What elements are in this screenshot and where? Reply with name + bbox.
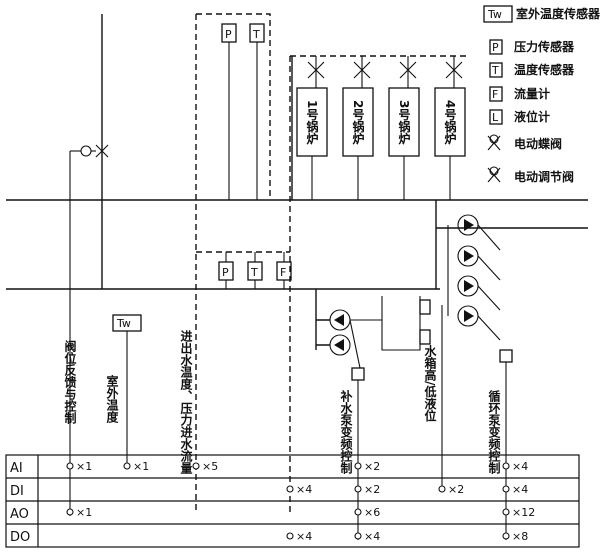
do-boiler-count: ×4 xyxy=(296,530,312,543)
ai-inlet-count: ×5 xyxy=(202,460,218,473)
circulation-vfd-box xyxy=(499,349,513,363)
legend-t-label: 温度传感器 xyxy=(514,62,575,77)
flow-meter-label: F xyxy=(280,266,286,279)
ai-valve-count: ×1 xyxy=(76,460,92,473)
pressure-sensor-label: P xyxy=(225,28,232,41)
makeup-pump-2 xyxy=(329,334,351,356)
legend-p-symbol: P xyxy=(492,41,499,54)
do-circ-count: ×8 xyxy=(512,530,528,543)
outdoor-temp-label: 室外温度 xyxy=(105,374,119,424)
circulation-pump-manifold xyxy=(435,200,588,289)
makeup-pump-1 xyxy=(329,309,351,331)
return-pressure-label: P xyxy=(222,266,229,279)
tank-level-label: 水箱高/低液位 xyxy=(423,344,437,422)
boiler-1 xyxy=(296,56,328,200)
return-pressure-box xyxy=(218,261,234,281)
sensor-control-loop xyxy=(195,13,271,510)
boiler-2-label: 2号锅炉 xyxy=(351,100,365,145)
butterfly-valve-icon xyxy=(487,134,501,151)
makeup-vfd-box xyxy=(351,367,365,381)
boiler-control-boundary xyxy=(289,55,470,516)
makeup-pump-bus xyxy=(349,319,361,369)
io-table xyxy=(5,454,580,548)
di-tank-count: ×2 xyxy=(448,483,464,496)
return-temperature-label: T xyxy=(250,266,258,279)
ai-outdoor-count: ×1 xyxy=(133,460,149,473)
ao-circ-count: ×12 xyxy=(512,506,535,519)
legend-l-symbol: L xyxy=(492,111,499,124)
outdoor-temp-symbol: Tw xyxy=(116,317,131,330)
io-dots xyxy=(66,462,510,540)
legend: Tw 室外温度传感器 P 压力传感器 T 温度传感器 F 流量计 L 液位计 电… xyxy=(483,5,600,184)
legend-p-label: 压力传感器 xyxy=(514,39,575,54)
temperature-sensor-box xyxy=(249,23,265,43)
legend-tw-symbol: Tw xyxy=(487,8,502,21)
makeup-pipe xyxy=(315,289,330,350)
tank-level-low xyxy=(419,329,431,345)
row-do: DO xyxy=(10,530,30,545)
do-makeup-count: ×4 xyxy=(364,530,380,543)
legend-tw-label: 室外温度传感器 xyxy=(516,6,600,21)
circulation-pump-1 xyxy=(457,214,501,251)
row-di: DI xyxy=(10,484,24,499)
circulation-pump-2 xyxy=(457,245,501,281)
boiler-4-label: 4号锅炉 xyxy=(443,100,457,145)
circulation-pump-3 xyxy=(457,275,501,311)
boiler-1-label: 1号锅炉 xyxy=(305,100,319,145)
valve-feedback-label: 阀位反馈与控制 xyxy=(63,340,77,425)
legend-t-icon xyxy=(489,62,503,78)
legend-l-icon xyxy=(489,109,503,125)
ai-makeup-count: ×2 xyxy=(364,460,380,473)
inlet-params-label: 进出水温度、压力进水流量 xyxy=(179,329,193,474)
ai-circ-count: ×4 xyxy=(512,460,528,473)
circulation-vfd-label: 循环泵变频控制 xyxy=(487,389,501,475)
di-circ-count: ×4 xyxy=(512,483,528,496)
boiler-3-label: 3号锅炉 xyxy=(397,100,411,145)
makeup-vfd-label: 补水泵变频控制 xyxy=(339,389,353,475)
return-temperature-box xyxy=(247,261,263,281)
legend-l-label: 液位计 xyxy=(514,109,550,124)
regulating-valve-icon xyxy=(70,144,109,158)
temperature-sensor-label: T xyxy=(252,28,260,41)
regulating-valve-legend-icon xyxy=(487,166,501,183)
row-ai: AI xyxy=(10,461,23,476)
pressure-sensor-box xyxy=(221,23,237,43)
tank-level-high xyxy=(419,299,431,315)
di-boiler-count: ×4 xyxy=(296,483,312,496)
legend-f-icon xyxy=(489,86,503,102)
legend-regulating-label: 电动调节阀 xyxy=(514,169,574,184)
ao-valve-count: ×1 xyxy=(76,506,92,519)
legend-p-icon xyxy=(489,39,503,55)
legend-butterfly-label: 电动蝶阀 xyxy=(514,136,562,151)
di-makeup-count: ×2 xyxy=(364,483,380,496)
row-ao: AO xyxy=(10,507,29,522)
boiler-2 xyxy=(342,56,374,200)
boiler-3 xyxy=(388,56,420,200)
ao-makeup-count: ×6 xyxy=(364,506,380,519)
legend-tw-icon xyxy=(483,5,513,23)
boiler-4 xyxy=(434,56,466,200)
legend-t-symbol: T xyxy=(491,64,499,77)
flow-meter-box xyxy=(276,261,292,281)
water-tank xyxy=(381,296,421,351)
legend-f-symbol: F xyxy=(492,88,498,101)
circulation-pump-4 xyxy=(457,305,501,341)
legend-f-label: 流量计 xyxy=(514,86,550,101)
